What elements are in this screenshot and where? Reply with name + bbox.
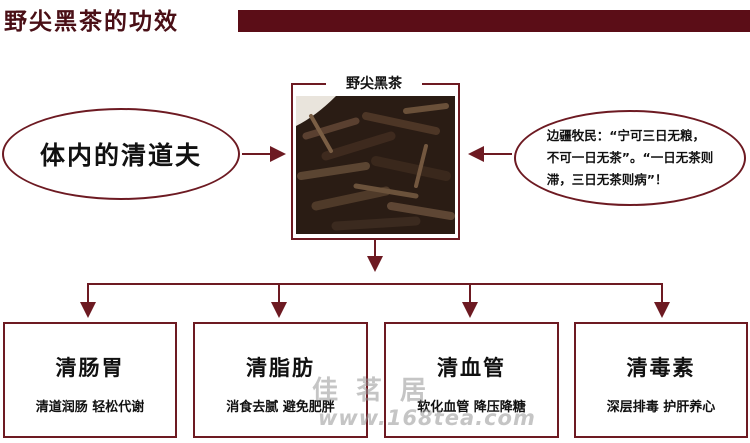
left-note-ellipse: 体内的清道夫 — [2, 108, 240, 200]
right-note-line-1: 边疆牧民：“宁可三日无粮， — [547, 125, 713, 147]
right-note-text: 边疆牧民：“宁可三日无粮， 不可一日无茶”。“一日无茶则 滞，三日无茶则病”！ — [529, 125, 731, 191]
right-note-line-2: 不可一日无茶”。“一日无茶则 — [547, 147, 713, 169]
effect-detail: 深层排毒 护肝养心 — [576, 396, 746, 415]
effect-heading: 清肠胃 — [5, 352, 175, 382]
left-note-text: 体内的清道夫 — [40, 136, 202, 172]
effect-box-1: 清肠胃 清道润肠 轻松代谢 — [3, 322, 177, 438]
watermark-text: 佳茗居 — [312, 370, 444, 407]
right-note-line-3: 滞，三日无茶则病”！ — [547, 169, 713, 191]
watermark-url: www.168tea.com — [318, 406, 536, 430]
effect-box-4: 清毒素 深层排毒 护肝养心 — [574, 322, 748, 438]
effect-detail: 清道润肠 轻松代谢 — [5, 396, 175, 415]
black-tea-image — [296, 96, 455, 234]
branch-line — [88, 284, 662, 304]
effect-heading: 清毒素 — [576, 352, 746, 382]
right-note-ellipse: 边疆牧民：“宁可三日无粮， 不可一日无茶”。“一日无茶则 滞，三日无茶则病”！ — [514, 110, 746, 206]
center-label: 野尖黑茶 — [326, 75, 422, 93]
